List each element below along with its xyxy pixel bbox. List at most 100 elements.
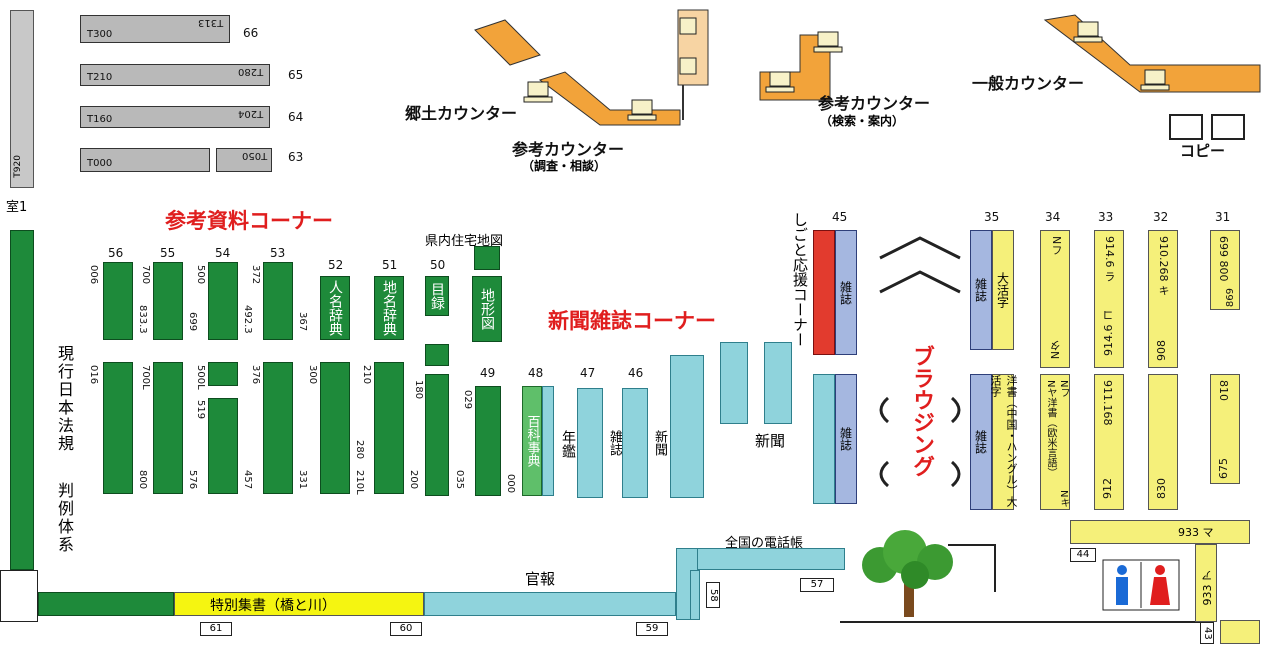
newspaper-label: 新聞 <box>755 432 786 450</box>
shelf-52-d: 280 <box>354 440 365 460</box>
shelf-34-number: 34 <box>1045 210 1061 224</box>
special-collection-label: 特別集書（橋と川） <box>210 598 336 614</box>
shelf-56-bottom <box>103 362 133 494</box>
shelf-55-a: 700 <box>140 265 151 285</box>
shelf-32-number: 32 <box>1153 210 1169 224</box>
shelf-56-b: 833.3 <box>137 305 148 334</box>
shelf-45-top: 雑誌 <box>835 230 857 355</box>
bottom-wall <box>0 570 38 622</box>
restroom-frame-top <box>1070 520 1250 544</box>
shelf-32-b: 908 <box>1155 340 1168 361</box>
restroom-frame-corner <box>1220 620 1260 644</box>
t-shelf-63-number: 63 <box>288 150 304 164</box>
shelf-45-number: 45 <box>832 210 848 224</box>
t-shelf-66: T313 T300 <box>80 15 230 43</box>
shelf-50-number: 50 <box>430 258 446 272</box>
housing-map-shelf <box>474 246 500 270</box>
shelf-33-d: 912 <box>1101 478 1114 499</box>
job-support-shelf <box>813 230 835 355</box>
reference-consult-sub: （調査・相談） <box>522 159 607 173</box>
reference-search-counter-label: 参考カウンター <box>818 94 931 113</box>
shelf-48-blue <box>542 386 554 496</box>
law-label: 現行日本法規 <box>55 345 74 453</box>
general-counter-label: 一般カウンター <box>972 74 1085 93</box>
shelf-45-bottom: 雑誌 <box>835 374 857 504</box>
shelf-47 <box>577 388 603 498</box>
shelf-50-top: 目録 <box>425 276 449 316</box>
shelf-34-bottom <box>1040 374 1070 510</box>
local-counter-label: 郷土カウンター <box>405 104 518 123</box>
shelf-31-bottom <box>1210 374 1240 484</box>
shelf-53-a: 372 <box>250 265 261 285</box>
n57-box: 57 <box>800 578 834 592</box>
shelf-52-c: 300 <box>307 365 318 385</box>
shelf-35-number: 35 <box>984 210 1000 224</box>
phonebook-label: 全国の電話帳 <box>725 536 804 551</box>
shelf-49 <box>475 386 501 496</box>
shelf-32-top <box>1148 230 1178 368</box>
shelf-33-number: 33 <box>1098 210 1114 224</box>
n61-box: 61 <box>200 622 232 636</box>
left-wall-gray <box>10 10 34 188</box>
shelf-49-d: 000 <box>505 474 516 494</box>
shelf-50-small <box>425 344 449 366</box>
shelf-33-b: 914.6 コ <box>1102 310 1115 356</box>
shelf-31-a: 699 800 <box>1217 236 1230 282</box>
shelf-49-c: 029 <box>462 390 473 410</box>
shelf-53-bottom <box>263 362 293 494</box>
newspaper-rack-2 <box>720 342 748 424</box>
shelf-53-number: 53 <box>270 246 286 260</box>
shelf-46-number: 46 <box>628 366 644 380</box>
n60-box: 60 <box>390 622 422 636</box>
shelf-46-label: 新聞 <box>652 430 667 456</box>
shelf-31-c: 810 <box>1217 380 1230 401</box>
shelf-51-d: 200 <box>408 470 419 490</box>
shelf-53-c: 376 <box>250 365 261 385</box>
browsing-heading: ブラウジング <box>909 345 934 477</box>
shelf-54-c: 500L <box>195 365 206 390</box>
yearbook-label: 年鑑 <box>560 430 576 458</box>
shelf-34-d: Nフ <box>1058 380 1069 398</box>
reference-corner-heading: 参考資料コーナー <box>165 209 333 233</box>
shelf-34-b: Nタ <box>1049 340 1062 360</box>
shelf-56-top <box>103 262 133 340</box>
shelf-33-a: 914.6 ラ <box>1103 236 1116 282</box>
shelf-53-d: 331 <box>297 470 308 490</box>
shelf-31-d: 675 <box>1217 458 1230 479</box>
n933b-label: 933 ア <box>1201 570 1214 606</box>
shelf-50-c: 180 <box>413 380 424 400</box>
t-shelf-64-number: 64 <box>288 110 304 124</box>
shelf-52-e: 210L <box>354 470 365 495</box>
shelf-55-number: 55 <box>160 246 176 260</box>
shelf-54-a: 500 <box>195 265 206 285</box>
shelf-48-number: 48 <box>528 366 544 380</box>
shelf-35-bottom-b: 洋書（中国・ハングル）大活字 <box>989 374 1018 510</box>
shelf-51-number: 51 <box>382 258 398 272</box>
shelf-34-top <box>1040 230 1070 368</box>
shelf-53-f: 367 <box>297 312 308 332</box>
shelf-51-top: 地名辞典 <box>374 276 404 340</box>
phonebook-shelf <box>690 548 845 570</box>
bottom-shelf-blue <box>424 592 676 616</box>
shelf-34-a: Nフ <box>1050 236 1063 256</box>
newspaper-rack-3 <box>764 342 792 424</box>
newspaper-corner-heading: 新聞雑誌コーナー <box>548 309 716 333</box>
room1-label: 室1 <box>6 200 28 215</box>
job-support-label: しごと応援コーナー <box>791 212 809 347</box>
copy-label: コピー <box>1180 142 1226 160</box>
bottom-shelf-yellow <box>174 592 424 616</box>
shelf-53-top <box>263 262 293 340</box>
shelf-31-number: 31 <box>1215 210 1231 224</box>
shelf-47-label: 雑誌 <box>607 430 622 456</box>
shelf-56-c: 016 <box>88 365 99 385</box>
newspaper-rack-1 <box>670 355 704 498</box>
shelf-55-top <box>153 262 183 340</box>
shelf-54-top <box>208 262 238 340</box>
shelf-50-bottom <box>425 374 449 496</box>
shelf-56-number: 56 <box>108 246 124 260</box>
t-shelf-65-number: 65 <box>288 68 304 82</box>
shelf-54-number: 54 <box>215 246 231 260</box>
shelf-31-b: 869 <box>1225 288 1236 308</box>
cases-label: 判例体系 <box>55 482 74 554</box>
